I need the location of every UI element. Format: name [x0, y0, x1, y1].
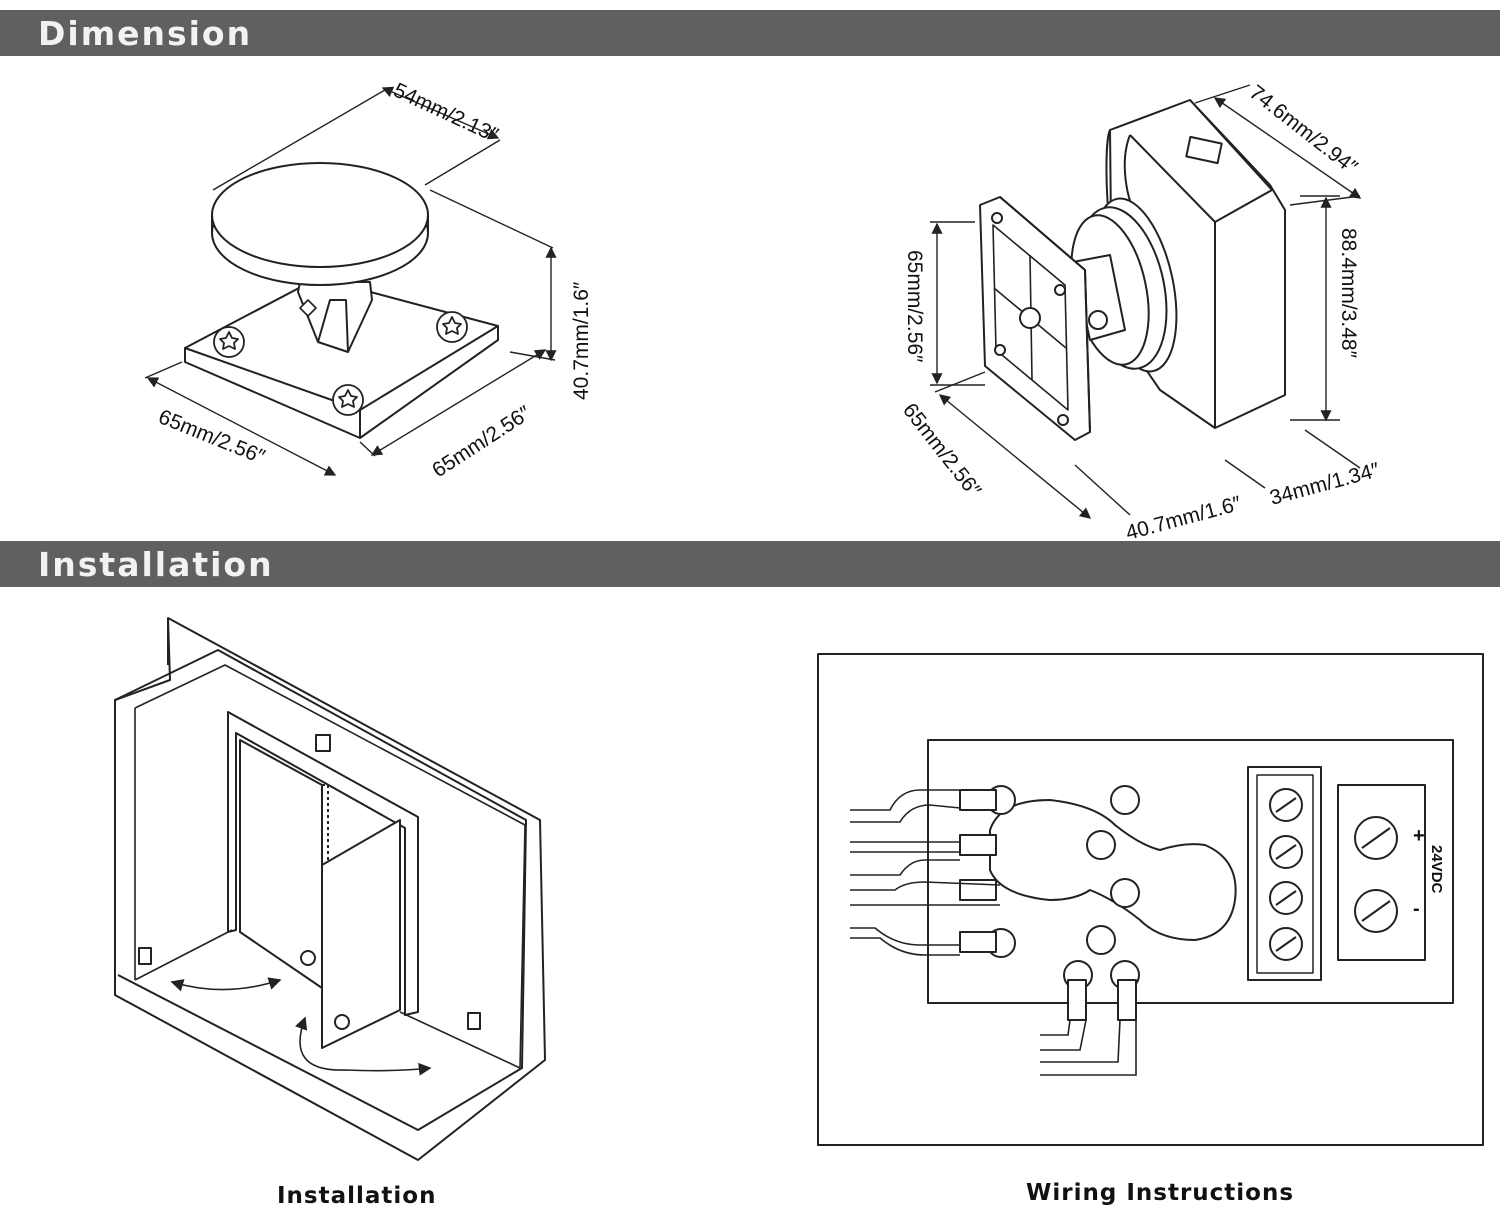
wiring-minus-sign: - — [1413, 898, 1420, 920]
power-screw-icon — [1354, 816, 1398, 860]
terminal-screw-icon — [1269, 881, 1303, 915]
wire-end — [959, 931, 997, 953]
power-input-block — [1337, 784, 1426, 961]
wiring-diagram — [817, 653, 1484, 1146]
terminal-screw-icon — [1269, 927, 1303, 961]
installation-drawing — [114, 617, 546, 1161]
magnet-dim-depth: 40.7mm/1.6″ — [1123, 492, 1244, 545]
swing-arrow-right — [295, 1016, 432, 1076]
coil-loop — [989, 799, 1237, 941]
magnet-dim-plate-depth: 65mm/2.56″ — [898, 399, 986, 502]
armature-icon — [334, 1014, 350, 1030]
armature-dim-height: 40.7mm/1.6″ — [570, 281, 593, 400]
door-holder-icon — [138, 947, 152, 965]
dimension-banner: Dimension — [0, 10, 1500, 56]
wire-end — [959, 834, 997, 856]
door-holder-icon — [315, 734, 331, 752]
installation-caption: Installation — [277, 1183, 437, 1209]
armature-dim-base-left: 65mm/2.56″ — [155, 405, 268, 469]
terminal-screw-icon — [1269, 835, 1303, 869]
power-screw-icon — [1354, 889, 1398, 933]
door-holder-icon — [467, 1012, 481, 1030]
electromagnet-drawing — [979, 99, 1286, 441]
magnet-dim-plate-height: 65mm/2.56″ — [903, 250, 926, 363]
armature-dim-top: 54mm/2.13″ — [390, 79, 502, 148]
door-right — [321, 819, 401, 1049]
dimension-title: Dimension — [38, 14, 253, 53]
installation-title: Installation — [38, 545, 274, 584]
installation-banner: Installation — [0, 541, 1500, 587]
armature-dim-base-right: 65mm/2.56″ — [428, 401, 535, 482]
armature-disk-top — [211, 162, 429, 268]
screw-icon — [436, 311, 468, 343]
wire-end — [959, 789, 997, 811]
magnet-dim-width: 34mm/1.34″ — [1267, 458, 1382, 509]
wiring-plus-sign: + — [1413, 825, 1425, 847]
swing-arrow-left — [170, 977, 282, 992]
terminal-screw-icon — [1269, 788, 1303, 822]
wiring-voltage-label: 24VDC — [1428, 845, 1445, 894]
screw-icon — [213, 326, 245, 358]
wires — [850, 789, 1137, 1076]
magnet-dim-height: 88.4mm/3.48″ — [1337, 228, 1360, 359]
armature-plate-drawing — [184, 162, 499, 439]
screw-icon — [332, 384, 364, 416]
wiring-caption: Wiring Instructions — [1026, 1180, 1295, 1206]
armature-icon — [300, 950, 316, 966]
